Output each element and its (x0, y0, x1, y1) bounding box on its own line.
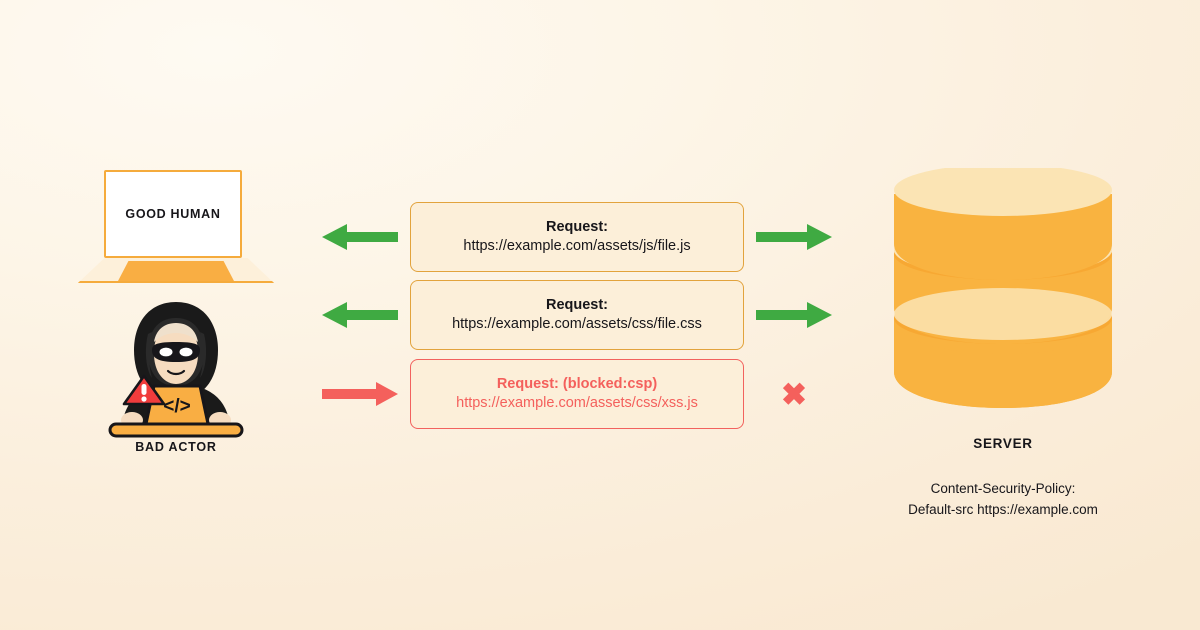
database-cylinder-icon (894, 168, 1112, 408)
request-row: Request: https://example.com/assets/css/… (310, 280, 832, 350)
server-label: SERVER (973, 436, 1033, 451)
hacker-hooded-figure-icon: </> (108, 302, 244, 438)
close-x-icon: ✖ (781, 376, 807, 412)
csp-header: Content-Security-Policy: (930, 481, 1076, 496)
laptop-keyboard (118, 261, 234, 281)
arrow-left-icon (310, 280, 410, 350)
request-title: Request: (blocked:csp) (496, 375, 658, 392)
laptop-screen-label: GOOD HUMAN (125, 207, 221, 221)
request-row: Request: https://example.com/assets/js/f… (310, 202, 832, 272)
svg-text:</>: </> (163, 396, 190, 417)
request-row-blocked: Request: (blocked:csp) https://example.c… (310, 359, 830, 429)
bad-actor-label: BAD ACTOR (135, 440, 217, 454)
request-url: https://example.com/assets/js/file.js (463, 238, 691, 254)
arrow-right-icon (310, 359, 410, 429)
request-box: Request: https://example.com/assets/js/f… (410, 202, 744, 272)
good-human-laptop: GOOD HUMAN (78, 170, 274, 288)
request-box: Request: https://example.com/assets/css/… (410, 280, 744, 350)
request-url: https://example.com/assets/css/xss.js (456, 395, 698, 411)
server-csp-policy: Content-Security-Policy: Default-src htt… (853, 479, 1153, 520)
warning-triangle-icon (122, 374, 166, 406)
arrow-right-icon (744, 202, 844, 272)
laptop-screen: GOOD HUMAN (104, 170, 242, 258)
arrow-left-icon (310, 202, 410, 272)
csp-value: Default-src https://example.com (908, 501, 1098, 517)
server-database-icon (886, 168, 1120, 416)
request-url: https://example.com/assets/css/file.css (452, 316, 702, 332)
arrow-right-icon (744, 280, 844, 350)
request-title: Request: (545, 218, 609, 235)
bad-actor-figure: </> BAD ACTOR (96, 292, 256, 462)
request-title: Request: (545, 296, 609, 313)
request-box: Request: (blocked:csp) https://example.c… (410, 359, 744, 429)
